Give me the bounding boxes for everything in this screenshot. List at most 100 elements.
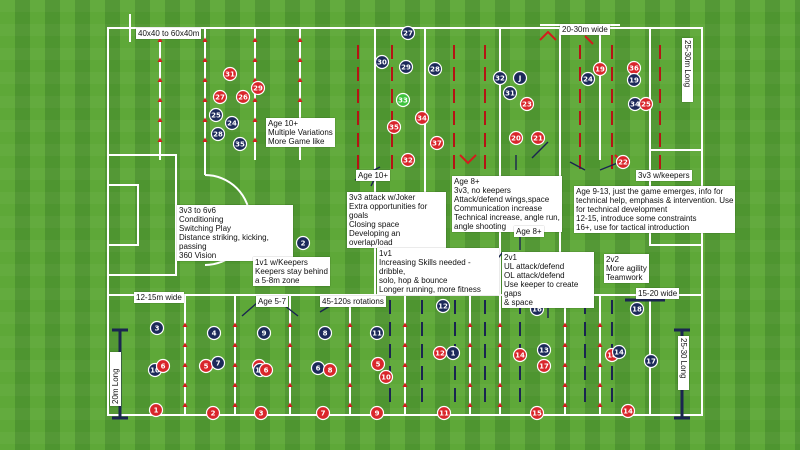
svg-text:9: 9	[262, 329, 267, 337]
svg-text:22: 22	[618, 158, 628, 166]
svg-text:19: 19	[595, 65, 605, 73]
cone	[202, 97, 208, 102]
svg-text:34: 34	[630, 100, 640, 108]
player-blue: 32	[492, 70, 508, 86]
svg-text:35: 35	[389, 123, 399, 131]
player-red: 5	[198, 358, 214, 374]
svg-text:33: 33	[398, 96, 408, 104]
player-blue: 27	[400, 25, 416, 41]
cone	[202, 77, 208, 82]
player-red: 36	[626, 60, 642, 76]
cone	[402, 342, 408, 347]
cone	[287, 322, 293, 327]
player-blue: 18	[629, 301, 645, 317]
player-blue: 9	[256, 325, 272, 341]
cone	[252, 117, 258, 122]
label-rotations: 45-120s rotations	[320, 296, 386, 307]
svg-text:23: 23	[522, 100, 532, 108]
svg-text:24: 24	[227, 119, 237, 127]
player-red: 14	[620, 403, 636, 419]
label-12-15-wide: 12-15m wide	[134, 292, 184, 303]
player-red: 8	[322, 362, 338, 378]
cone	[232, 402, 238, 407]
svg-text:10: 10	[150, 366, 160, 374]
cone	[232, 342, 238, 347]
player-red: 2	[205, 405, 221, 421]
cone	[562, 402, 568, 407]
svg-text:34: 34	[417, 114, 427, 122]
label-age9-13: Age 9-13, just the game emerges, info fo…	[574, 186, 736, 233]
cone	[287, 362, 293, 367]
player-red: 17	[536, 358, 552, 374]
svg-text:28: 28	[213, 130, 223, 138]
svg-text:19: 19	[629, 76, 639, 84]
cone	[252, 97, 258, 102]
svg-text:31: 31	[505, 89, 515, 97]
player-blue: 35	[232, 136, 248, 152]
cone	[597, 342, 603, 347]
label-age8-block: Age 8+ 3v3, no keepers Attack/defend win…	[452, 176, 562, 232]
cone	[467, 382, 473, 387]
player-red: 26	[235, 89, 251, 105]
player-blue: 28	[427, 61, 443, 77]
cone	[157, 117, 163, 122]
cone	[252, 137, 258, 142]
cone	[347, 362, 353, 367]
svg-text:27: 27	[403, 29, 413, 37]
svg-text:29: 29	[253, 84, 263, 92]
cone	[497, 362, 503, 367]
player-red: 5	[370, 356, 386, 372]
player-red: 32	[400, 152, 416, 168]
cone	[497, 402, 503, 407]
cone	[252, 77, 258, 82]
player-red: 29	[250, 80, 266, 96]
cone	[562, 382, 568, 387]
svg-text:6: 6	[316, 364, 321, 372]
svg-text:1: 1	[154, 406, 159, 414]
label-right-length: 25-30m Long	[682, 38, 693, 102]
svg-text:7: 7	[321, 409, 326, 417]
cone	[402, 322, 408, 327]
svg-text:J: J	[518, 74, 522, 82]
cone	[597, 382, 603, 387]
svg-text:13: 13	[539, 346, 549, 354]
player-blue: 3	[149, 320, 165, 336]
label-1v1: 1v1 Increasing Skills needed - dribble, …	[377, 248, 499, 295]
player-blue: 4	[206, 325, 222, 341]
cone	[232, 382, 238, 387]
cone	[347, 322, 353, 327]
svg-text:17: 17	[539, 362, 549, 370]
svg-text:15: 15	[532, 409, 542, 417]
player-red: 21	[530, 130, 546, 146]
svg-text:27: 27	[215, 93, 225, 101]
svg-text:6: 6	[161, 362, 166, 370]
player-blue: 8	[317, 325, 333, 341]
svg-text:11: 11	[372, 329, 382, 337]
player-blue: 29	[398, 59, 414, 75]
cone	[562, 342, 568, 347]
cone	[467, 362, 473, 367]
cone	[597, 402, 603, 407]
svg-text:36: 36	[629, 64, 639, 72]
svg-text:1: 1	[451, 349, 456, 357]
svg-text:29: 29	[401, 63, 411, 71]
player-blue: 19	[626, 72, 642, 88]
svg-text:28: 28	[430, 65, 440, 73]
cone	[232, 362, 238, 367]
cone	[252, 37, 258, 42]
label-field-size: 40x40 to 60x40m	[136, 28, 202, 39]
cone	[202, 37, 208, 42]
poles	[357, 45, 661, 402]
label-age5-7: Age 5-7	[256, 296, 289, 307]
cone	[182, 362, 188, 367]
label-3v3-keepers: 3v3 w/keepers	[636, 170, 692, 181]
label-3v3-6v6: 3v3 to 6v6 Conditioning Switching Play D…	[177, 205, 293, 261]
cone	[497, 342, 503, 347]
player-red: 19	[592, 61, 608, 77]
svg-text:2: 2	[211, 409, 216, 417]
cone	[467, 322, 473, 327]
label-age10-variations: Age 10+ Multiple Variations More Game li…	[266, 118, 335, 147]
cone	[202, 57, 208, 62]
svg-text:5: 5	[204, 362, 209, 370]
